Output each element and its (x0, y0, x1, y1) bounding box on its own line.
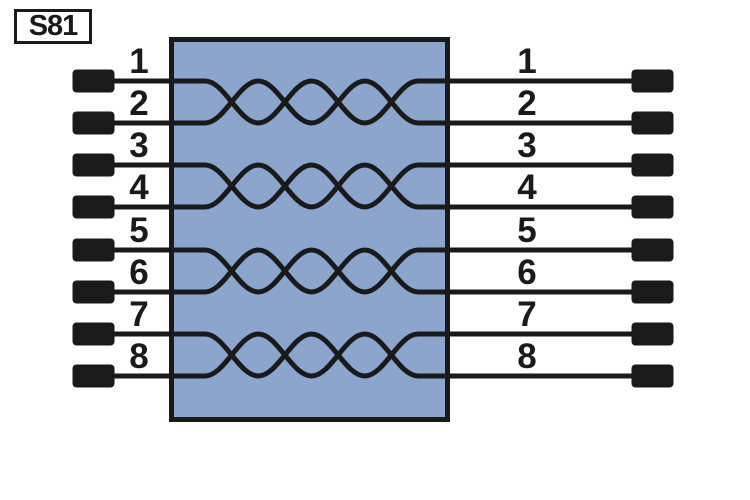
right-pin-1 (631, 69, 674, 93)
wire-number-left-2: 2 (129, 84, 148, 123)
wire-5 (90, 247, 655, 295)
wire-number-right-4: 4 (517, 168, 537, 207)
wire-2 (90, 78, 655, 126)
wire-number-right-3: 3 (517, 126, 536, 165)
left-pin-1 (72, 69, 115, 93)
left-pin-5 (72, 238, 115, 262)
wire-number-left-7: 7 (129, 295, 148, 334)
wire-number-left-6: 6 (129, 253, 148, 292)
wire-number-left-3: 3 (129, 126, 148, 165)
wire-number-right-1: 1 (517, 42, 536, 81)
right-pin-7 (631, 322, 674, 346)
right-pin-3 (631, 153, 674, 177)
junction-box (169, 37, 450, 422)
reference-label-box: S81 (14, 9, 92, 44)
wire-number-left-5: 5 (129, 211, 148, 250)
pins-group (72, 69, 674, 388)
wire-number-right-8: 8 (517, 337, 536, 376)
left-pin-2 (72, 111, 115, 135)
wire-number-right-6: 6 (517, 253, 536, 292)
wire-1 (90, 78, 655, 126)
left-pin-4 (72, 195, 115, 219)
right-pin-4 (631, 195, 674, 219)
wire-number-left-1: 1 (129, 42, 148, 81)
wire-number-right-2: 2 (517, 84, 536, 123)
reference-label-text: S81 (28, 10, 79, 42)
wire-3 (90, 162, 655, 210)
wires-group (90, 78, 655, 379)
left-pin-6 (72, 280, 115, 304)
wire-number-left-8: 8 (129, 337, 148, 376)
left-pin-8 (72, 364, 115, 388)
right-pin-5 (631, 238, 674, 262)
wire-7 (90, 331, 655, 379)
wire-number-right-5: 5 (517, 211, 536, 250)
wire-4 (90, 162, 655, 210)
wire-number-left-4: 4 (129, 168, 149, 207)
left-pin-7 (72, 322, 115, 346)
left-pin-3 (72, 153, 115, 177)
wire-6 (90, 247, 655, 295)
wire-8 (90, 331, 655, 379)
right-pin-8 (631, 364, 674, 388)
right-pin-6 (631, 280, 674, 304)
wire-number-right-7: 7 (517, 295, 536, 334)
right-pin-2 (631, 111, 674, 135)
